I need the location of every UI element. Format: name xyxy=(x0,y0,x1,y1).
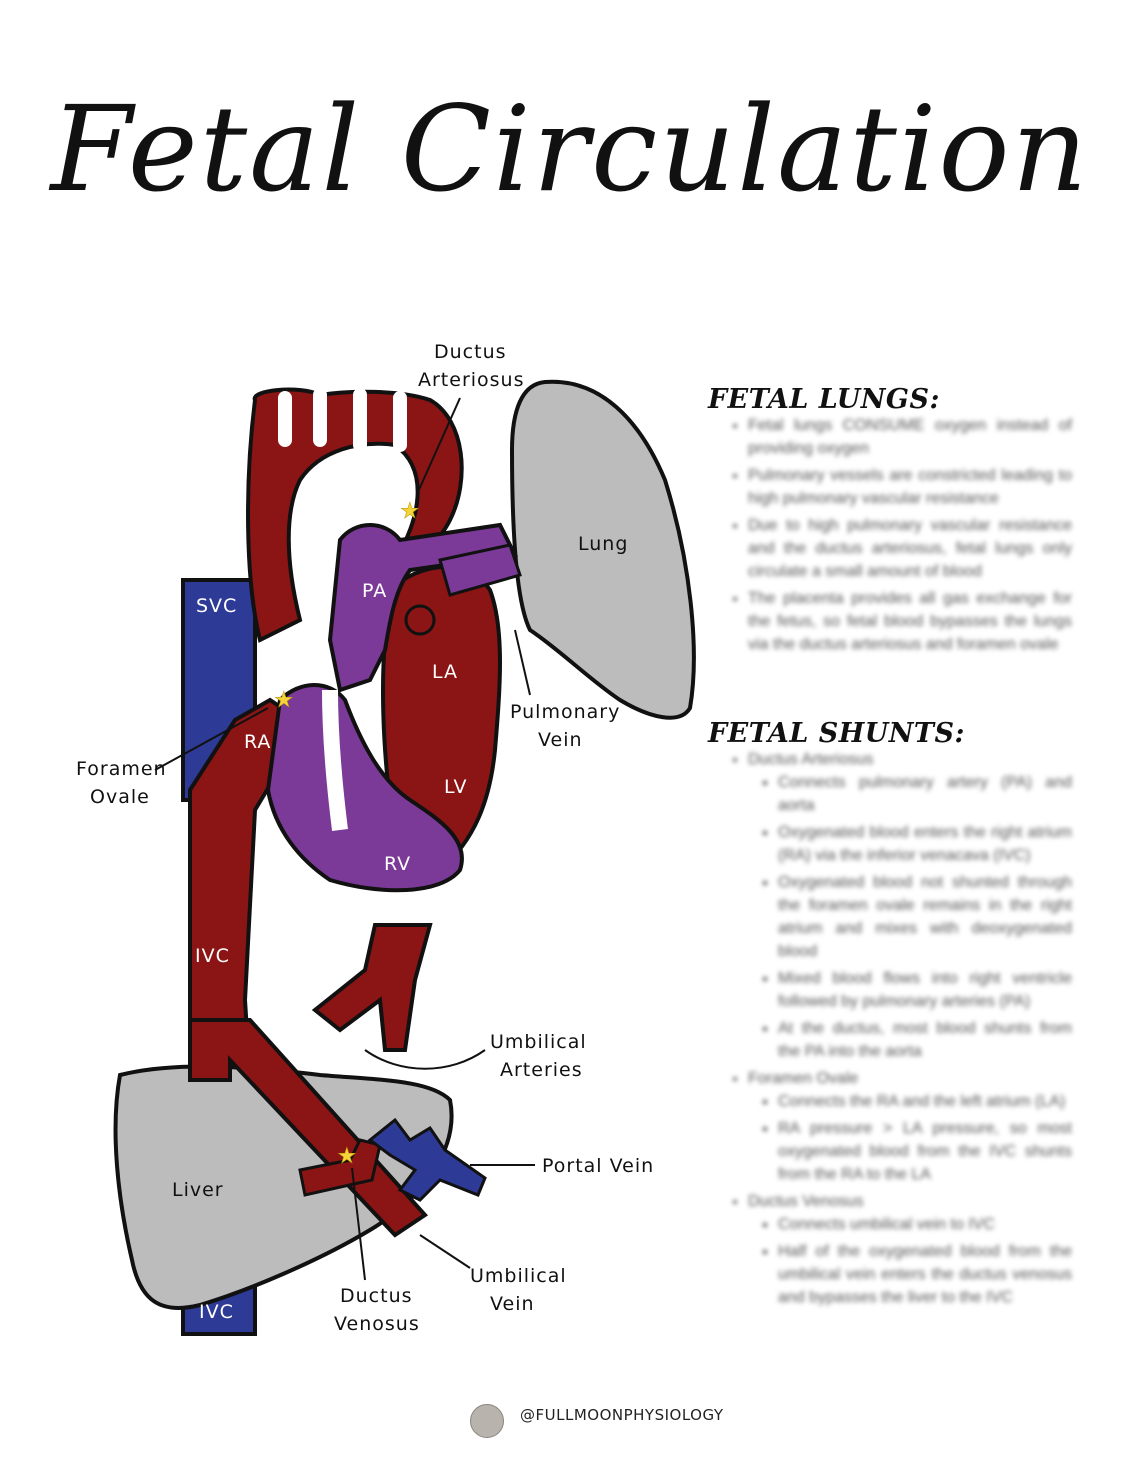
fetal-shunt-name: Ductus Arteriosus xyxy=(748,751,874,768)
label-ivc-upper: IVC xyxy=(195,945,230,967)
fetal-shunt-item: Oxygenated blood not shunted through the… xyxy=(778,871,1072,963)
fetal-shunt-item: RA pressure > LA pressure, so most oxyge… xyxy=(778,1117,1072,1186)
fetal-shunt-group: Ductus VenosusConnects umbilical vein to… xyxy=(748,1190,1072,1309)
pulmonary-vein-vessel xyxy=(438,543,522,597)
label-ra: RA xyxy=(244,731,271,753)
liver-shape xyxy=(113,1064,454,1310)
fetal-shunts-list: Ductus ArteriosusConnects pulmonary arte… xyxy=(726,748,1072,1313)
ductus-venosus-star: ★ xyxy=(337,1144,357,1169)
fetal-shunt-name: Foramen Ovale xyxy=(748,1070,859,1087)
fetal-lungs-heading: FETAL LUNGS: xyxy=(708,384,940,415)
ductus-arteriosus-star: ★ xyxy=(400,499,420,524)
arrow-ductus-venosus xyxy=(351,1167,366,1281)
fetal-shunt-group: Ductus ArteriosusConnects pulmonary arte… xyxy=(748,748,1072,1063)
aorta-vessel xyxy=(246,387,464,643)
label-rv: RV xyxy=(384,853,411,875)
label-umbilical-vein-1: Umbilical xyxy=(470,1265,567,1287)
credit-handle: @FULLMOONPHYSIOLOGY xyxy=(520,1406,724,1424)
fetal-lungs-list: Fetal lungs CONSUME oxygen instead of pr… xyxy=(726,414,1072,660)
fetal-shunt-group: Foramen OvaleConnects the RA and the lef… xyxy=(748,1067,1072,1186)
fetal-shunt-name: Ductus Venosus xyxy=(748,1193,864,1210)
label-pa: PA xyxy=(362,580,387,602)
fetal-shunt-item: Half of the oxygenated blood from the um… xyxy=(778,1240,1072,1309)
label-svc: SVC xyxy=(196,595,237,617)
label-umbilical-arteries-1: Umbilical xyxy=(490,1031,587,1053)
label-aorta: Aorta xyxy=(338,468,394,490)
right-heart xyxy=(265,683,464,893)
label-umbilical-vein-2: Vein xyxy=(490,1293,535,1315)
label-ivc-lower: IVC xyxy=(199,1301,234,1323)
label-foramen-ovale-2: Ovale xyxy=(90,786,150,808)
arrow-umbilical-arteries xyxy=(364,1049,486,1070)
leader-lines xyxy=(154,397,535,1281)
label-pulmonary-vein-1: Pulmonary xyxy=(510,701,620,723)
arrow-foramen-ovale xyxy=(154,707,269,771)
pulmonary-artery xyxy=(327,522,519,693)
septum xyxy=(322,689,348,831)
arrow-umbilical-vein xyxy=(419,1234,471,1269)
fetal-shunt-item: Connects pulmonary artery (PA) and aorta xyxy=(778,771,1072,817)
fetal-shunt-item: Connects umbilical vein to IVC xyxy=(778,1213,1072,1236)
fetal-shunt-item: Connects the RA and the left atrium (LA) xyxy=(778,1090,1072,1113)
label-lung: Lung xyxy=(578,533,628,555)
umbilical-arteries-vessel xyxy=(311,923,433,1052)
label-ductus-arteriosus-1: Ductus xyxy=(434,341,507,363)
label-lv: LV xyxy=(444,776,468,798)
fetal-shunt-item: At the ductus, most blood shunts from th… xyxy=(778,1017,1072,1063)
fetal-lungs-item: Due to high pulmonary vascular resistanc… xyxy=(748,514,1072,583)
fetal-lungs-item: The placenta provides all gas exchange f… xyxy=(748,587,1072,656)
arrow-pulmonary-vein xyxy=(514,629,531,696)
label-ductus-venosus-2: Venosus xyxy=(334,1313,420,1335)
label-umbilical-arteries-2: Arteries xyxy=(500,1059,583,1081)
aortic-arch-branches xyxy=(278,388,407,452)
fetal-shunt-item: Mixed blood flows into right ventricle f… xyxy=(778,967,1072,1013)
label-la: LA xyxy=(432,661,458,683)
arrow-ductus-arteriosus xyxy=(417,397,461,493)
lung-shape xyxy=(509,379,696,720)
fetal-shunt-item: Oxygenated blood enters the right atrium… xyxy=(778,821,1072,867)
label-portal-vein: Portal Vein xyxy=(542,1155,654,1177)
portal-vein-vessel xyxy=(367,1117,487,1202)
label-foramen-ovale-1: Foramen xyxy=(76,758,167,780)
fetal-shunts-heading: FETAL SHUNTS: xyxy=(708,718,965,749)
fetal-lungs-item: Pulmonary vessels are constricted leadin… xyxy=(748,464,1072,510)
label-ductus-venosus-1: Ductus xyxy=(340,1285,413,1307)
foramen-ovale-star: ★ xyxy=(274,688,294,713)
label-liver: Liver xyxy=(172,1179,224,1201)
page-title: Fetal Circulation xyxy=(50,80,1090,218)
label-ductus-arteriosus-2: Arteriosus xyxy=(418,369,525,391)
label-pulmonary-vein-2: Vein xyxy=(538,729,583,751)
fetal-lungs-item: Fetal lungs CONSUME oxygen instead of pr… xyxy=(748,414,1072,460)
pulmonary-vein-opening xyxy=(404,604,436,636)
logo-icon xyxy=(470,1404,504,1438)
